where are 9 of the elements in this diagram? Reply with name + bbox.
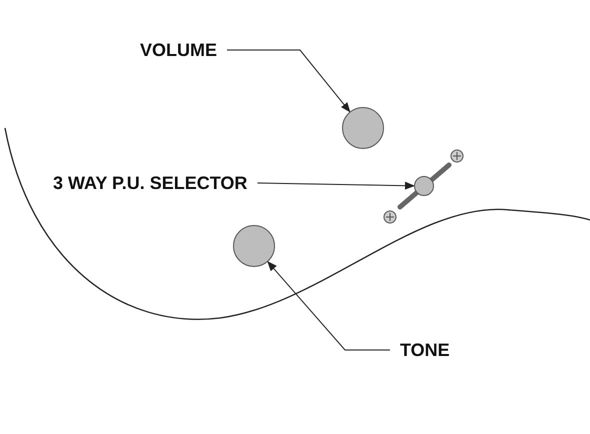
leader-line (256, 182, 415, 190)
control-label: TONE (400, 339, 450, 361)
volume-knob (342, 107, 384, 149)
tone-knob (233, 225, 275, 267)
control-label: 3 WAY P.U. SELECTOR (53, 172, 248, 194)
leader-line (226, 50, 350, 112)
control-label: VOLUME (140, 39, 218, 61)
selector-switch-knob (414, 176, 434, 196)
leader-line (267, 261, 390, 350)
